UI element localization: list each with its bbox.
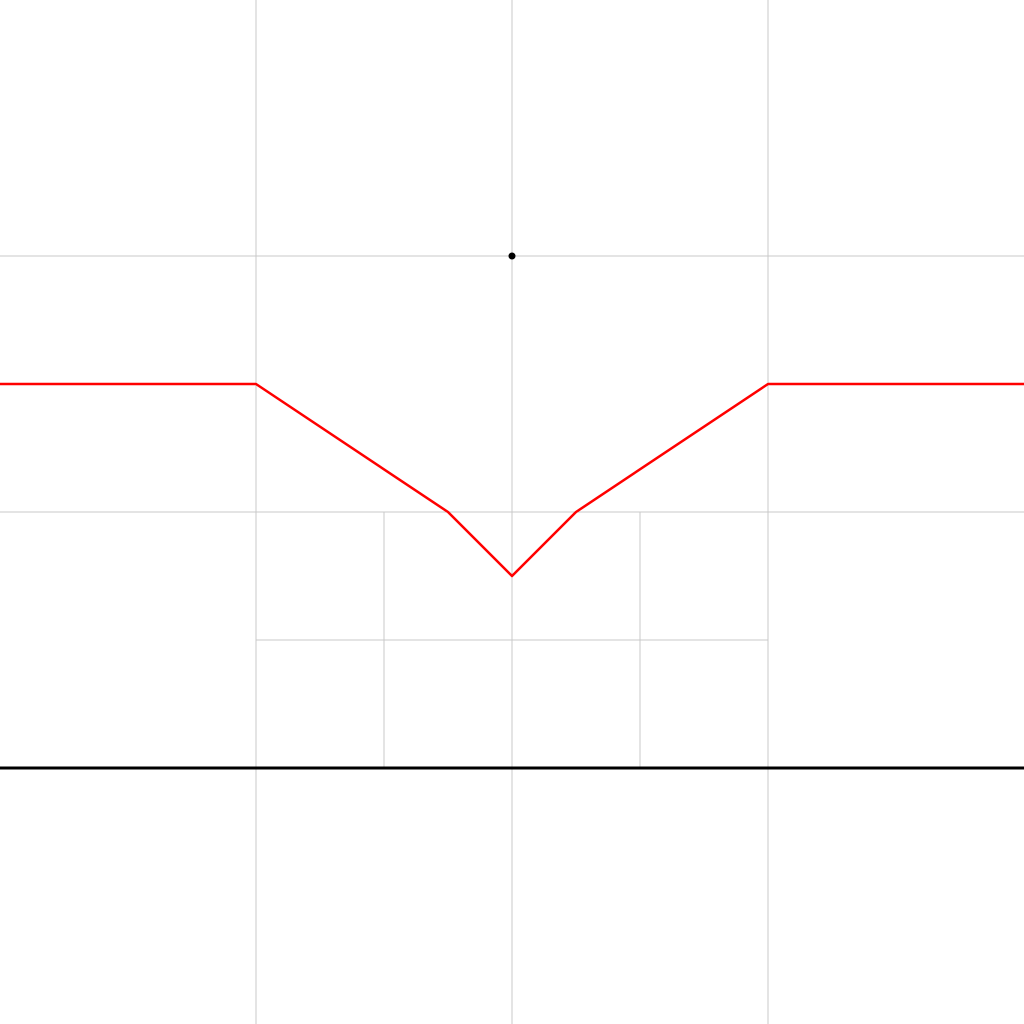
red-curve	[0, 382, 1024, 578]
focus-point	[508, 252, 516, 260]
